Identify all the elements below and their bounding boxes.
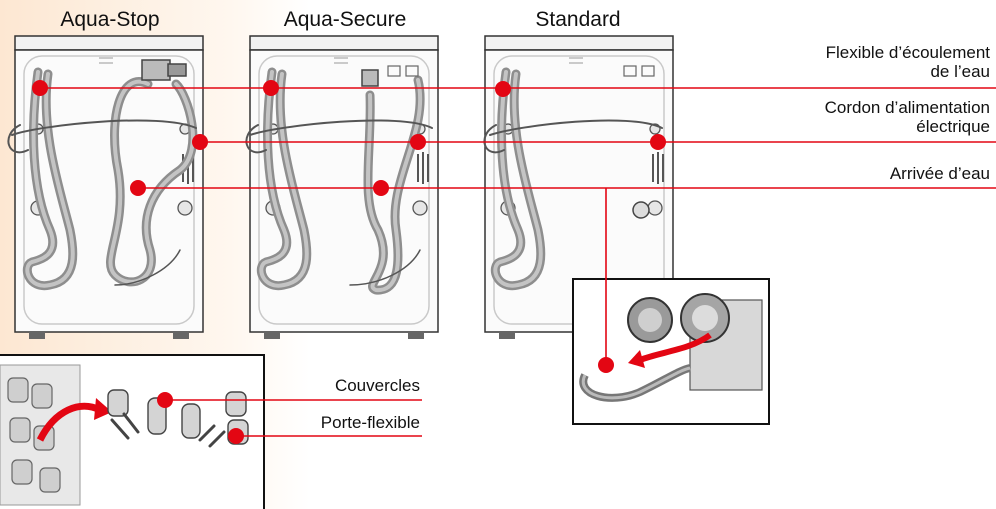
title-standard: Standard	[535, 8, 621, 31]
label-water-inlet: Arrivée d’eau	[889, 164, 990, 183]
inlet-marker-aqua-stop	[130, 180, 146, 196]
holder-marker	[228, 428, 244, 444]
power-marker-aqua-secure	[410, 134, 426, 150]
drain-marker-standard	[495, 81, 511, 97]
inset-covers-holders	[0, 354, 265, 509]
label-hose-holder: Porte-flexible	[320, 413, 420, 432]
drain-marker-aqua-secure	[263, 80, 279, 96]
power-marker-aqua-stop	[192, 134, 208, 150]
drain-marker-aqua-stop	[32, 80, 48, 96]
inlet-marker-tap	[598, 357, 614, 373]
machine-aqua-secure	[245, 35, 439, 340]
machine-aqua-stop	[7, 35, 204, 340]
title-aqua-secure: Aqua-Secure	[283, 8, 407, 31]
machine-standard	[483, 35, 674, 340]
label-covers: Couvercles	[334, 376, 420, 395]
inset-water-inlet	[572, 278, 770, 425]
power-marker-standard	[650, 134, 666, 150]
covers-marker	[157, 392, 173, 408]
label-drain-hose: Flexible d’écoulement de l’eau	[825, 43, 990, 81]
title-aqua-stop: Aqua-Stop	[60, 8, 160, 31]
inlet-marker-aqua-secure	[373, 180, 389, 196]
label-power-cord: Cordon d’alimentation électrique	[824, 98, 990, 136]
